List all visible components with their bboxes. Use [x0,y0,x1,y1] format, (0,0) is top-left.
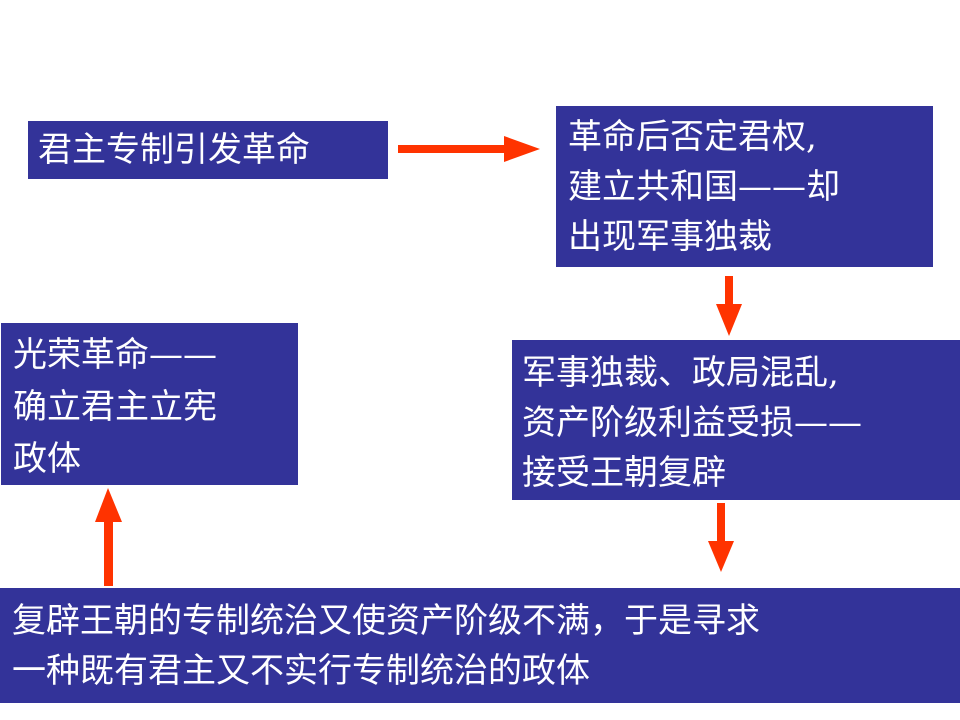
arrow-down-box4-to-box5 [708,503,734,572]
box-seeking-constitutional-regime: 复辟王朝的专制统治又使资产阶级不满，于是寻求 一种既有君主又不实行专制统治的政体 [0,588,960,703]
arrow-up-box5-to-box3 [95,488,122,586]
arrow-down-box2-to-box4 [716,276,742,336]
box-republic-military-dictatorship: 革命后否定君权, 建立共和国——却 出现军事独裁 [556,106,933,267]
box-autocracy-triggers-revolution: 君主专制引发革命 [28,121,388,179]
box-text-line: 政体 [13,439,81,479]
box-text-line: 一种既有君主又不实行专制统治的政体 [12,651,590,691]
box-text-line: 资产阶级利益受损—— [522,403,862,443]
box-text-line: 出现军事独裁 [568,217,772,257]
arrow-right-box1-to-box2 [398,136,540,162]
box-glorious-revolution: 光荣革命—— 确立君主立宪 政体 [1,323,298,485]
box-text-line: 革命后否定君权, [568,117,817,157]
box-text-line: 军事独裁、政局混乱, [522,353,839,393]
box-text-line: 建立共和国——却 [568,167,840,207]
box-text-line: 光荣革命—— [13,335,217,375]
box-restoration-accepted: 军事独裁、政局混乱, 资产阶级利益受损—— 接受王朝复辟 [512,340,960,500]
box-text-line: 复辟王朝的专制统治又使资产阶级不满，于是寻求 [12,601,760,641]
box-text-line: 确立君主立宪 [13,387,217,427]
box-text-line: 接受王朝复辟 [522,453,726,493]
box-text-line: 君主专制引发革命 [38,130,310,170]
